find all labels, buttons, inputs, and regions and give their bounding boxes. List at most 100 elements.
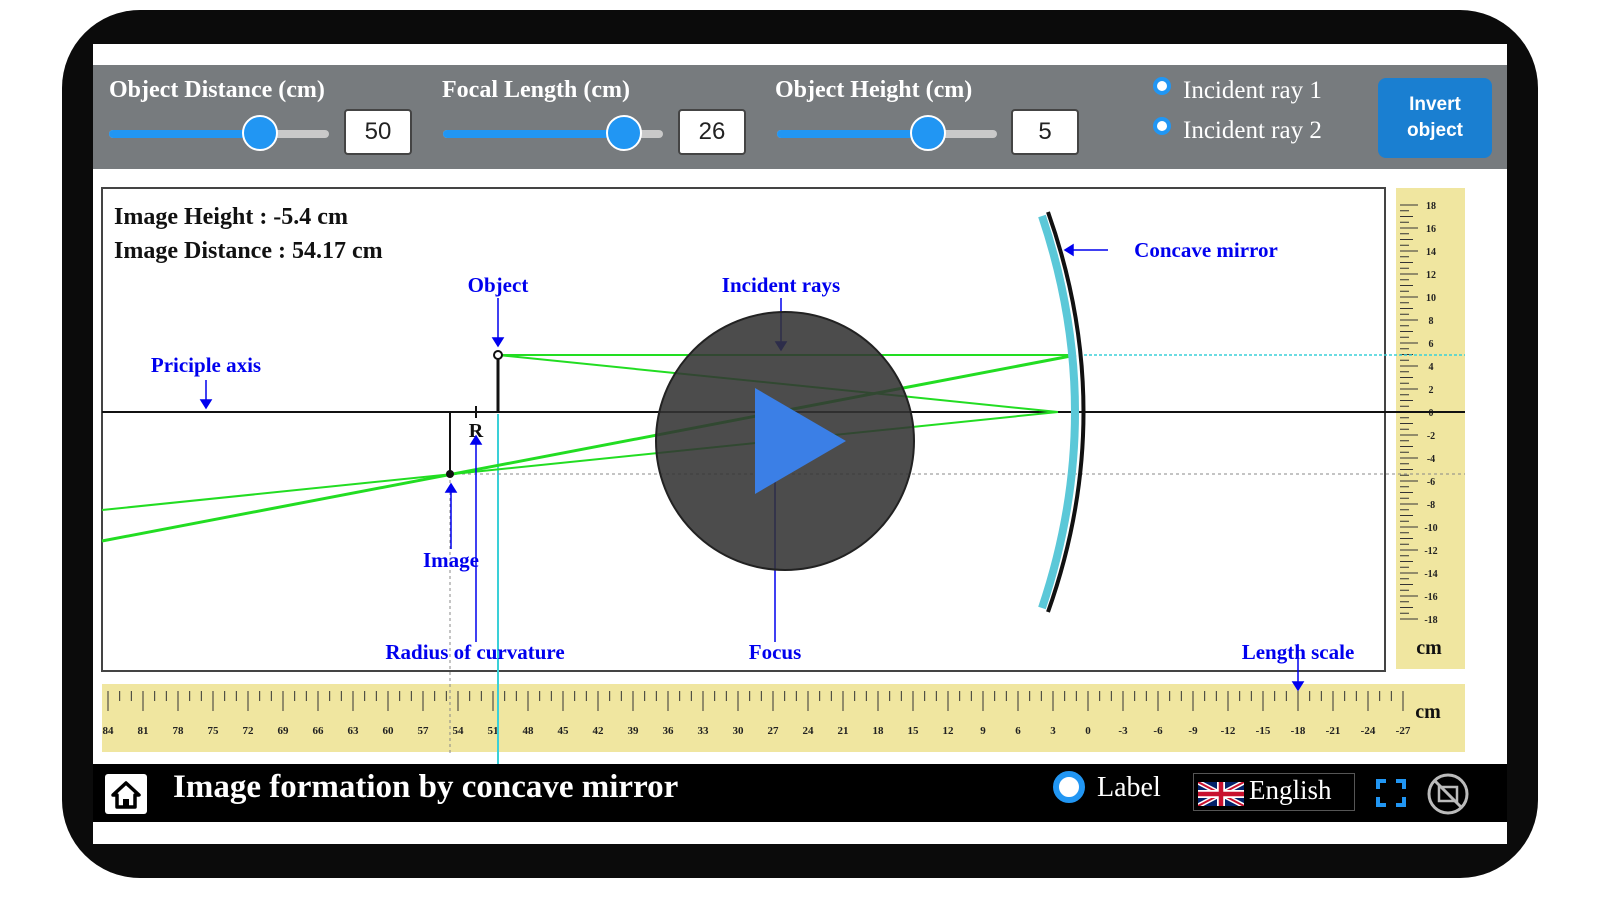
scale-label: -9 xyxy=(1188,725,1198,737)
uk-flag-icon xyxy=(1198,782,1244,806)
incident-ray-2-option[interactable]: Incident ray 2 xyxy=(1153,117,1322,147)
horizontal-scale-unit: cm xyxy=(1415,701,1441,723)
scale-label: 27 xyxy=(768,725,780,737)
focal-length-label: Focal Length (cm) xyxy=(442,77,630,103)
object-distance-label: Object Distance (cm) xyxy=(109,77,325,103)
scale-label: 54 xyxy=(453,725,465,737)
scale-label: -8 xyxy=(1427,500,1435,511)
object-height-input[interactable]: 5 xyxy=(1011,109,1079,155)
vertical-scale-unit: cm xyxy=(1416,637,1442,659)
scale-label: 16 xyxy=(1426,224,1436,235)
scale-label: -10 xyxy=(1424,523,1437,534)
scale-label: 60 xyxy=(383,725,395,737)
mirror-face xyxy=(1038,214,1079,610)
concave-mirror xyxy=(1046,211,1086,613)
scale-label: -24 xyxy=(1361,725,1376,737)
image-distance-readout: Image Distance : 54.17 cm xyxy=(114,238,383,264)
language-selector[interactable]: English xyxy=(1193,773,1355,811)
scale-label: -16 xyxy=(1424,592,1437,603)
scale-label: 21 xyxy=(838,725,849,737)
radio-icon[interactable] xyxy=(1153,77,1171,96)
scale-label: 63 xyxy=(348,725,360,737)
image-tip xyxy=(446,470,454,478)
scale-label: -27 xyxy=(1396,725,1411,737)
simulation-screen: Object Distance (cm) 50 Focal Length (cm… xyxy=(93,44,1507,844)
focal-length-thumb[interactable] xyxy=(606,115,642,151)
scale-label: 33 xyxy=(698,725,710,737)
scale-label: -6 xyxy=(1153,725,1163,737)
disable-overlay-icon[interactable] xyxy=(1426,772,1470,816)
control-panel: Object Distance (cm) 50 Focal Length (cm… xyxy=(93,65,1507,169)
scale-label: 9 xyxy=(980,725,986,737)
object-annotation: Object xyxy=(468,273,529,297)
image-height-readout: Image Height : -5.4 cm xyxy=(114,204,348,230)
scale-label: 81 xyxy=(138,725,149,737)
fullscreen-icon[interactable] xyxy=(1375,778,1407,808)
principal-axis-annotation: Priciple axis xyxy=(151,353,261,377)
scale-label: -21 xyxy=(1326,725,1341,737)
object-distance-thumb[interactable] xyxy=(242,115,278,151)
scale-label: 51 xyxy=(488,725,499,737)
radio-icon[interactable] xyxy=(1053,770,1085,803)
scale-label: 39 xyxy=(628,725,640,737)
scale-label: -12 xyxy=(1221,725,1236,737)
scale-label: 36 xyxy=(663,725,675,737)
scale-label: -14 xyxy=(1424,569,1437,580)
scale-label: 15 xyxy=(908,725,920,737)
scale-label: 6 xyxy=(1429,339,1434,350)
radio-icon[interactable] xyxy=(1153,117,1171,136)
home-button[interactable] xyxy=(105,774,147,814)
r-annotation: R xyxy=(469,420,484,442)
object-height-thumb[interactable] xyxy=(910,115,946,151)
image-annotation: Image xyxy=(423,548,479,572)
incident-ray-1-option[interactable]: Incident ray 1 xyxy=(1153,77,1322,107)
scale-label: 2 xyxy=(1429,385,1434,396)
object-tip[interactable] xyxy=(493,350,503,360)
scale-label: -18 xyxy=(1291,725,1306,737)
scale-label: 10 xyxy=(1426,293,1436,304)
scale-label: 8 xyxy=(1429,316,1434,327)
scale-label: 45 xyxy=(558,725,570,737)
scale-label: 0 xyxy=(1085,725,1091,737)
scale-label: 12 xyxy=(943,725,955,737)
scale-label: -3 xyxy=(1118,725,1128,737)
scale-label: 0 xyxy=(1429,408,1434,419)
scale-label: -18 xyxy=(1424,615,1437,626)
focal-length-slider[interactable] xyxy=(443,130,663,138)
focal-length-input[interactable]: 26 xyxy=(678,109,746,155)
scale-label: -6 xyxy=(1427,477,1435,488)
scale-label: 6 xyxy=(1015,725,1021,737)
object-distance-slider[interactable] xyxy=(109,130,329,138)
scale-label: 78 xyxy=(173,725,185,737)
object-height-label: Object Height (cm) xyxy=(775,77,973,103)
scale-label: -12 xyxy=(1424,546,1437,557)
play-icon[interactable] xyxy=(755,388,846,494)
scale-label: -4 xyxy=(1427,454,1435,465)
scale-label: 24 xyxy=(803,725,815,737)
scale-label: 66 xyxy=(313,725,325,737)
scale-label: 18 xyxy=(873,725,885,737)
reflected-ray-1 xyxy=(101,353,1077,543)
scale-label: 48 xyxy=(523,725,535,737)
horizontal-scale-ticks xyxy=(107,691,1404,711)
home-icon xyxy=(111,781,141,809)
page-title: Image formation by concave mirror xyxy=(173,769,679,805)
object-distance-input[interactable]: 50 xyxy=(344,109,412,155)
label-toggle[interactable]: Label xyxy=(1053,770,1161,806)
object-height-slider[interactable] xyxy=(777,130,997,138)
bottom-bar: Image formation by concave mirror Label … xyxy=(93,764,1507,822)
scale-label: 84 xyxy=(103,725,115,737)
play-video-button[interactable] xyxy=(655,311,915,571)
scale-label: 75 xyxy=(208,725,220,737)
scale-label: 14 xyxy=(1426,247,1436,258)
scale-label: -2 xyxy=(1427,431,1435,442)
scale-label: -15 xyxy=(1256,725,1271,737)
scale-label: 69 xyxy=(278,725,290,737)
scale-label: 4 xyxy=(1429,362,1434,373)
incident-rays-annotation: Incident rays xyxy=(722,273,840,297)
scale-label: 42 xyxy=(593,725,605,737)
scale-label: 18 xyxy=(1426,201,1436,212)
